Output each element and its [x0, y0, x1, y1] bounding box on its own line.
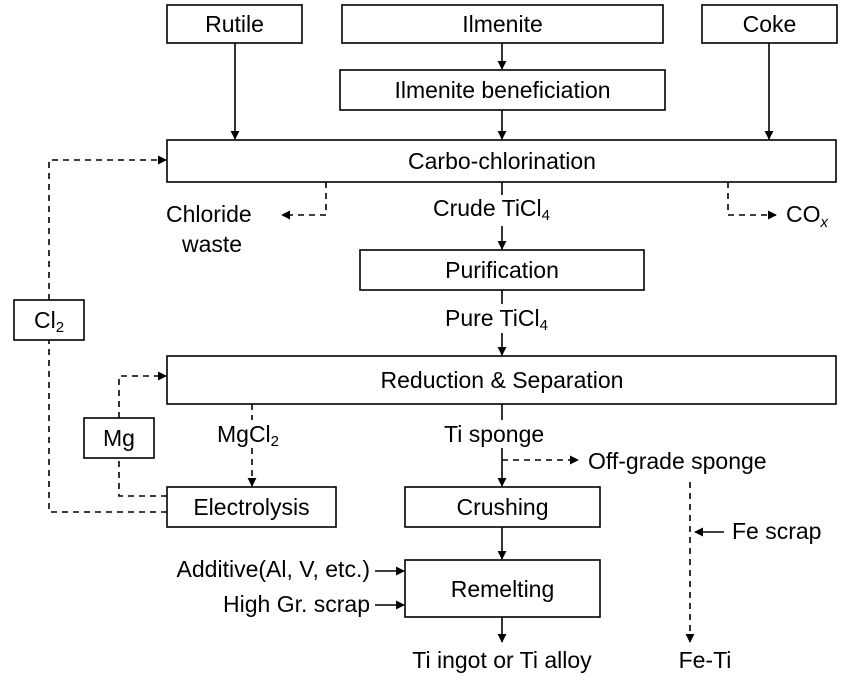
additive-label: Additive(Al, V, etc.): [177, 556, 370, 582]
electrolysis-to-cl2-line: [48, 340, 167, 513]
rutile-box: Rutile: [166, 4, 303, 44]
crushing-label: Crushing: [456, 494, 548, 520]
coke-box: Coke: [701, 4, 838, 44]
cl2-main: Cl: [34, 307, 56, 333]
ilmenite-label: Ilmenite: [462, 11, 543, 37]
solid-arrows: [230, 43, 774, 643]
cl2-subscript: 2: [56, 319, 64, 336]
mgcl2-main: MgCl: [217, 421, 271, 447]
electrolysis-to-mg-line: [118, 458, 167, 497]
crude-ticl4-main: Crude TiCl: [433, 195, 542, 221]
cl2-box: Cl2: [13, 299, 85, 341]
carbo-chlorination-box: Carbo-chlorination: [166, 139, 837, 183]
mg-label: Mg: [103, 425, 135, 451]
crude-ticl4-subscript: 4: [542, 207, 550, 224]
cl2-label: Cl2: [34, 307, 64, 336]
mg-to-reduction-arrow: [118, 371, 167, 418]
mgcl2-label: MgCl2: [217, 421, 279, 450]
pure-ticl4-label: Pure TiCl4: [445, 305, 548, 334]
pure-ticl4-subscript: 4: [540, 317, 548, 334]
ti-ingot-label: Ti ingot or Ti alloy: [412, 647, 592, 673]
reduction-separation-box: Reduction & Separation: [166, 355, 837, 405]
remelting-label: Remelting: [451, 576, 555, 602]
crude-ticl4-label: Crude TiCl4: [433, 195, 550, 224]
cl2-to-chlorination-arrow: [48, 155, 167, 300]
carbo-chlorination-label: Carbo-chlorination: [408, 148, 596, 174]
off-grade-sponge-label: Off-grade sponge: [588, 448, 767, 474]
dashed-arrows: [48, 155, 777, 643]
remelting-box: Remelting: [404, 559, 601, 618]
cox-subscript: x: [820, 214, 829, 231]
fe-scrap-label: Fe scrap: [732, 518, 821, 544]
high-gr-scrap-label: High Gr. scrap: [223, 591, 370, 617]
ilmenite-beneficiation-box: Ilmenite beneficiation: [339, 69, 666, 111]
cox-arrow: [727, 182, 777, 220]
ilmenite-box: Ilmenite: [341, 4, 664, 44]
ilmenite-beneficiation-label: Ilmenite beneficiation: [394, 77, 610, 103]
cox-main: CO: [786, 201, 821, 227]
reduction-separation-label: Reduction & Separation: [381, 367, 624, 393]
electrolysis-box: Electrolysis: [166, 486, 337, 528]
chloride-waste-label-line1: Chloride: [166, 201, 252, 227]
fe-ti-label: Fe-Ti: [679, 647, 732, 673]
purification-label: Purification: [445, 257, 559, 283]
purification-box: Purification: [359, 249, 645, 291]
coke-label: Coke: [743, 11, 797, 37]
mg-box: Mg: [83, 417, 155, 459]
crushing-box: Crushing: [404, 486, 601, 528]
chloride-waste-arrow: [281, 182, 327, 220]
chloride-waste-label-line2: waste: [181, 231, 242, 257]
ti-sponge-label: Ti sponge: [444, 421, 544, 447]
pure-ticl4-main: Pure TiCl: [445, 305, 540, 331]
mgcl2-subscript: 2: [271, 433, 279, 450]
rutile-label: Rutile: [205, 11, 264, 37]
electrolysis-label: Electrolysis: [193, 494, 309, 520]
cox-label: COx: [786, 201, 829, 231]
